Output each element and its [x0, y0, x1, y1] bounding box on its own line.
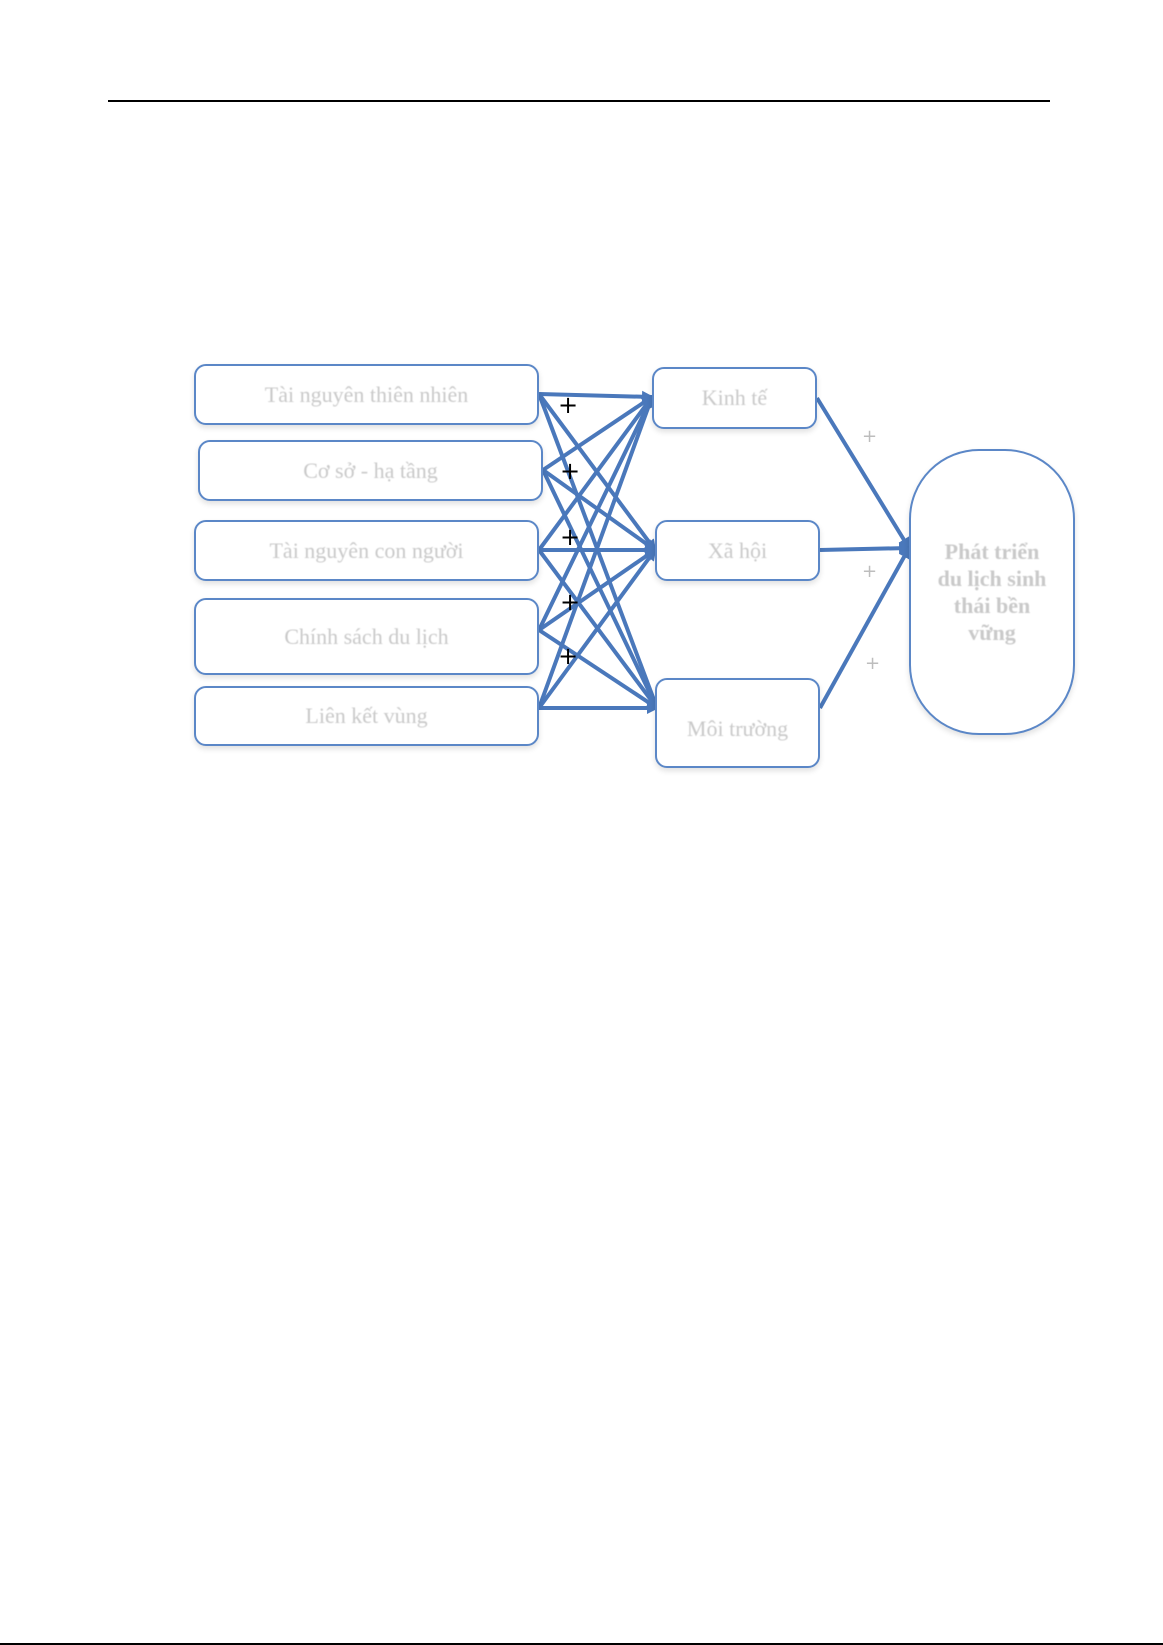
dimension-to-goal-arrow [820, 548, 909, 550]
factor-box-regional-linkage: Liên kết vùng [194, 686, 539, 746]
factor-label: Cơ sở - hạ tầng [303, 458, 437, 484]
dimension-label: Môi trường [687, 716, 788, 742]
dimension-box-environment: Môi trường [655, 678, 820, 768]
factor-label: Liên kết vùng [305, 703, 427, 729]
plus-sign: + [862, 428, 877, 446]
plus-sign: + [862, 563, 877, 581]
dimension-box-society: Xã hội [655, 520, 820, 581]
dimension-box-economy: Kinh tế [652, 367, 817, 429]
factor-to-dimension-arrow [539, 397, 652, 630]
factor-label: Chính sách du lịch [284, 624, 448, 650]
factor-label: Tài nguyên con người [269, 538, 463, 564]
plus-sign: + [560, 590, 580, 614]
factor-label: Tài nguyên thiên nhiên [265, 382, 468, 408]
factor-box-human-resources: Tài nguyên con người [194, 520, 539, 581]
dimension-label: Kinh tế [702, 385, 767, 411]
factor-box-natural-resources: Tài nguyên thiên nhiên [194, 364, 539, 425]
plus-sign: + [560, 459, 580, 483]
plus-sign: + [560, 525, 580, 549]
plus-sign: + [865, 655, 880, 673]
factor-to-dimension-arrow [539, 394, 652, 397]
factor-box-tourism-policy: Chính sách du lịch [194, 598, 539, 675]
dimension-to-goal-arrow [817, 398, 909, 548]
dimension-label: Xã hội [708, 538, 767, 564]
plus-sign: + [558, 393, 578, 417]
plus-sign: + [558, 644, 578, 668]
goal-label: Phát triển du lịch sinh thái bền vững [937, 538, 1047, 646]
factor-box-infrastructure: Cơ sở - hạ tầng [198, 440, 543, 501]
goal-box-sustainable-ecotourism: Phát triển du lịch sinh thái bền vững [909, 449, 1075, 735]
